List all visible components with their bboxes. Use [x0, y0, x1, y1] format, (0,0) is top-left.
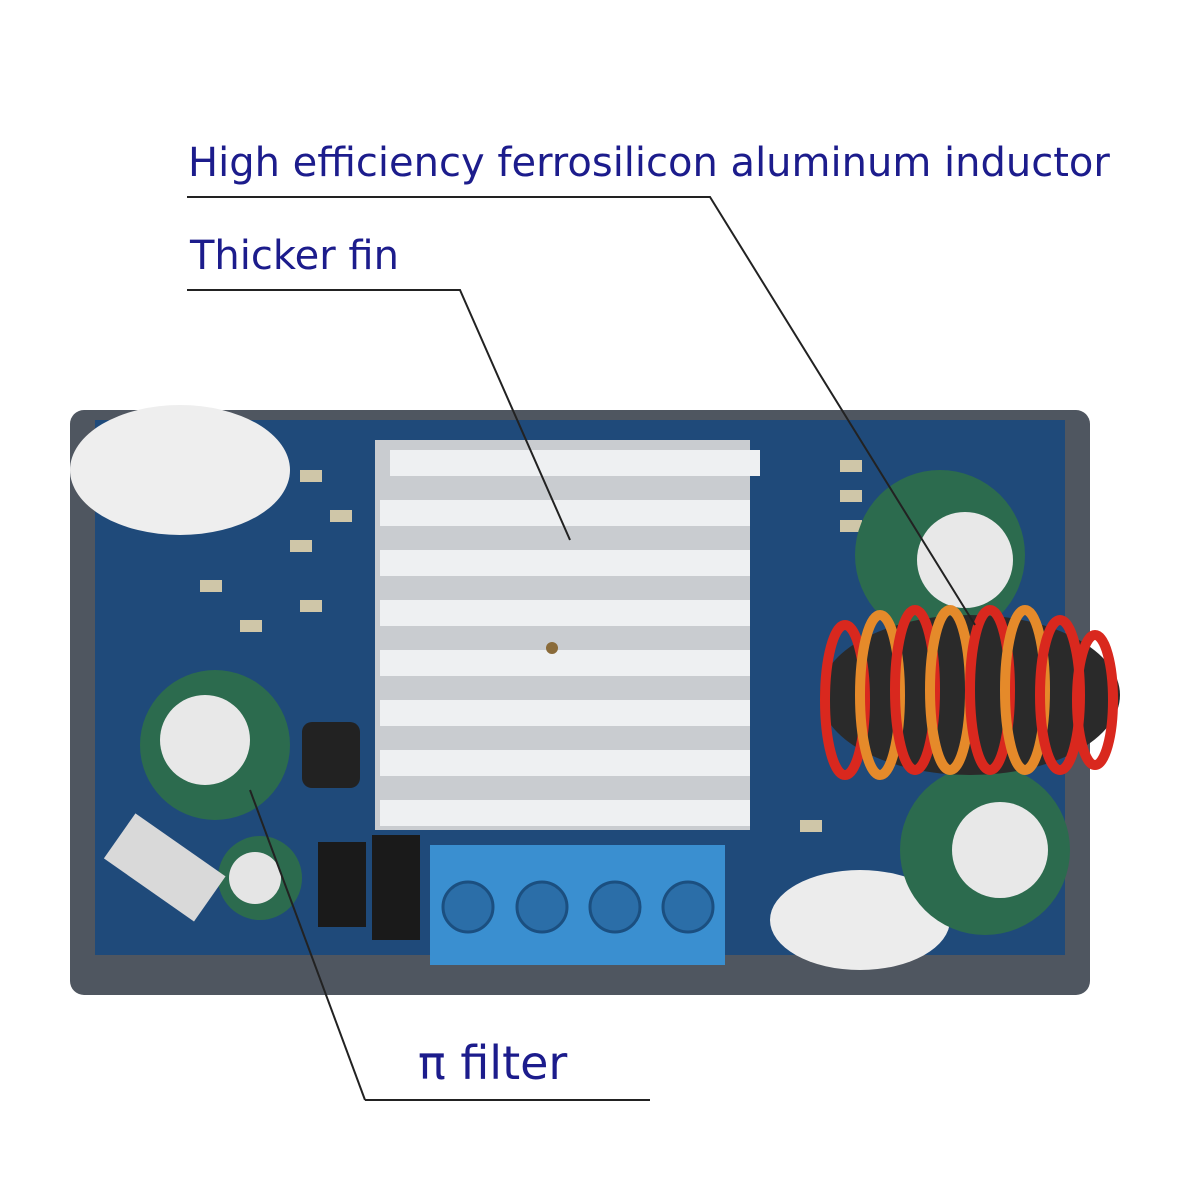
heatsink: [375, 440, 760, 830]
inductor-annotation: High efficiency ferrosilicon aluminum in…: [188, 140, 1110, 186]
capacitor: [140, 670, 290, 820]
leader-lines: [187, 196, 976, 1101]
terminal-block: [430, 845, 725, 965]
glue-blob: [70, 405, 290, 535]
smd-components: [200, 460, 862, 832]
diode: [372, 835, 420, 940]
small-inductor: [302, 722, 360, 788]
capacitor: [855, 470, 1025, 640]
toroid-inductor: [820, 605, 1120, 780]
pi-filter-annotation: π filter: [418, 1036, 568, 1090]
shunt-resistor: [103, 813, 226, 922]
glue-blob: [770, 870, 950, 970]
capacitor: [900, 765, 1070, 935]
fin-annotation: Thicker fin: [190, 233, 399, 279]
diode: [318, 842, 366, 927]
capacitor: [218, 836, 302, 920]
